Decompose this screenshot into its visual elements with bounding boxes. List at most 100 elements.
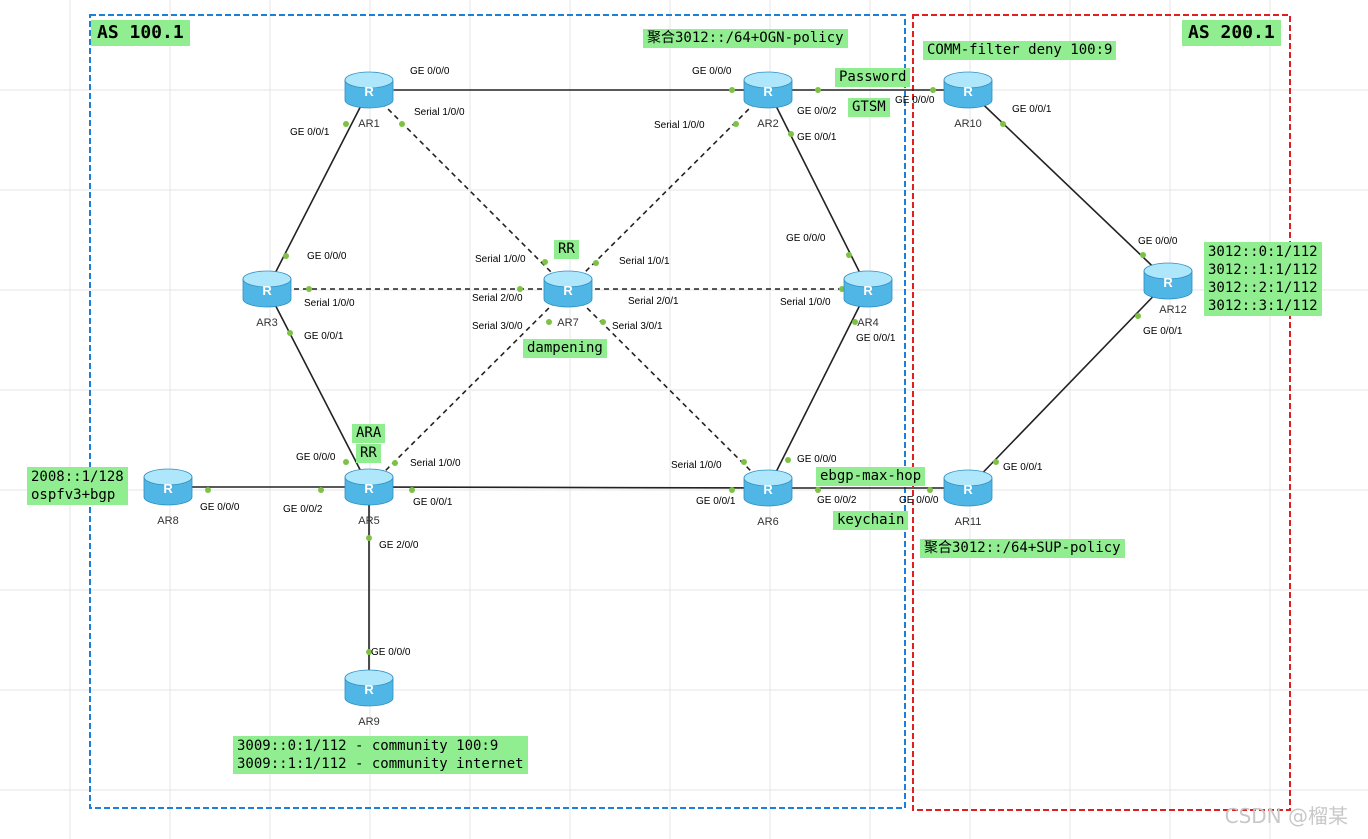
- link-ar5-ar6: [368, 486, 769, 489]
- port-dot: [343, 121, 349, 127]
- svg-text:R: R: [763, 482, 773, 497]
- svg-text:R: R: [163, 481, 173, 496]
- port-ar6-ge000: GE 0/0/0: [797, 454, 837, 465]
- port-dot: [1000, 121, 1006, 127]
- router-name-ar7: AR7: [557, 317, 579, 329]
- svg-text:R: R: [364, 84, 374, 99]
- port-ar6-ge001: GE 0/0/1: [696, 496, 736, 507]
- router-icon-ar1[interactable]: R: [344, 71, 394, 109]
- port-ar12-ge000: GE 0/0/0: [1138, 236, 1178, 247]
- port-ar1-s100: Serial 1/0/0: [414, 107, 465, 118]
- port-dots-layer: [205, 87, 1146, 655]
- port-dot: [517, 286, 523, 292]
- port-ar3-ge001: GE 0/0/1: [304, 331, 344, 342]
- port-ar3-ge000: GE 0/0/0: [307, 251, 347, 262]
- router-name-ar12: AR12: [1159, 304, 1187, 316]
- port-dot: [205, 487, 211, 493]
- router-icon-ar10[interactable]: R: [943, 71, 993, 109]
- port-dot: [729, 87, 735, 93]
- router-icon-ar9[interactable]: R: [344, 669, 394, 707]
- ar12-routes-note: 3012::0:1/112 3012::1:1/112 3012::2:1/11…: [1204, 242, 1322, 316]
- svg-text:R: R: [863, 283, 873, 298]
- port-dot: [927, 487, 933, 493]
- port-dot: [366, 649, 372, 655]
- svg-text:R: R: [563, 283, 573, 298]
- port-ar5-s100: Serial 1/0/0: [410, 458, 461, 469]
- link-ar12-ar11: [967, 280, 1169, 489]
- port-ar6-ge002: GE 0/0/2: [817, 495, 857, 506]
- port-ar4-ge000: GE 0/0/0: [786, 233, 826, 244]
- as-100-1-boundary: [89, 14, 906, 809]
- router-icon-ar7[interactable]: R: [543, 270, 593, 308]
- port-dot: [287, 330, 293, 336]
- port-dot: [930, 87, 936, 93]
- links-layer: [168, 89, 1169, 688]
- port-dot: [1140, 252, 1146, 258]
- port-ar10-ge000: GE 0/0/0: [895, 95, 935, 106]
- router-name-ar4: AR4: [857, 317, 879, 329]
- port-ar4-s100: Serial 1/0/0: [780, 297, 831, 308]
- keychain-note: keychain: [833, 511, 909, 530]
- ebgp-max-hop-note: ebgp-max-hop: [816, 467, 926, 486]
- port-ar3-s100: Serial 1/0/0: [304, 298, 355, 309]
- router-icon-ar5[interactable]: R: [344, 468, 394, 506]
- port-dot: [546, 319, 552, 325]
- router-icon-ar6[interactable]: R: [743, 469, 793, 507]
- port-ar2-ge000: GE 0/0/0: [692, 66, 732, 77]
- port-dot: [733, 121, 739, 127]
- svg-text:R: R: [763, 84, 773, 99]
- port-dot: [306, 286, 312, 292]
- port-dot: [392, 460, 398, 466]
- router-name-ar9: AR9: [358, 716, 380, 728]
- router-icon-ar2[interactable]: R: [743, 71, 793, 109]
- svg-text:R: R: [262, 283, 272, 298]
- port-ar6-s100: Serial 1/0/0: [671, 460, 722, 471]
- port-dot: [788, 131, 794, 137]
- link-ar3-ar5: [266, 288, 370, 488]
- port-ar2-ge001: GE 0/0/1: [797, 132, 837, 143]
- port-dot: [785, 457, 791, 463]
- svg-text:R: R: [364, 481, 374, 496]
- port-ar1-ge001: GE 0/0/1: [290, 127, 330, 138]
- port-ar5-ge002: GE 0/0/2: [283, 504, 323, 515]
- comm-filter-note: COMM-filter deny 100:9: [923, 41, 1117, 60]
- port-ar9-ge000: GE 0/0/0: [371, 647, 411, 658]
- ara-note: ARA: [352, 424, 386, 443]
- port-ar5-ge001: GE 0/0/1: [413, 497, 453, 508]
- port-dot: [593, 260, 599, 266]
- ar9-routes-note: 3009::0:1/112 - community 100:9 3009::1:…: [233, 736, 528, 774]
- port-ar1-ge000: GE 0/0/0: [410, 66, 450, 77]
- svg-text:R: R: [364, 682, 374, 697]
- port-ar4-ge001: GE 0/0/1: [856, 333, 896, 344]
- port-ar7-s300: Serial 3/0/0: [472, 321, 523, 332]
- ar5-rr-note: RR: [356, 444, 381, 463]
- watermark: CSDN @榴某: [1224, 804, 1348, 828]
- port-ar10-ge001: GE 0/0/1: [1012, 104, 1052, 115]
- router-icon-ar4[interactable]: R: [843, 270, 893, 308]
- router-name-ar1: AR1: [358, 118, 380, 130]
- port-ar7-s200: Serial 2/0/0: [472, 293, 523, 304]
- port-ar7-s301: Serial 3/0/1: [612, 321, 663, 332]
- port-dot: [815, 87, 821, 93]
- port-ar7-s201: Serial 2/0/1: [628, 296, 679, 307]
- port-ar8-ge000: GE 0/0/0: [200, 502, 240, 513]
- router-icon-ar12[interactable]: R: [1143, 262, 1193, 300]
- router-icon-ar11[interactable]: R: [943, 469, 993, 507]
- port-dot: [729, 487, 735, 493]
- router-name-ar6: AR6: [757, 516, 779, 528]
- router-icon-ar8[interactable]: R: [143, 468, 193, 506]
- port-ar2-s100: Serial 1/0/0: [654, 120, 705, 131]
- port-dot: [409, 487, 415, 493]
- ar2-aggregate-note: 聚合3012::/64+OGN-policy: [643, 29, 848, 48]
- router-name-ar11: AR11: [954, 516, 982, 528]
- router-icon-ar3[interactable]: R: [242, 270, 292, 308]
- password-note: Password: [835, 68, 911, 87]
- as-200-1-boundary: [912, 14, 1291, 811]
- ar8-route-note: 2008::1/128 ospfv3+bgp: [27, 467, 128, 505]
- router-name-ar8: AR8: [157, 515, 179, 527]
- link-ar7-ar5: [368, 288, 569, 488]
- port-ar12-ge001: GE 0/0/1: [1143, 326, 1183, 337]
- link-ar7-ar6: [567, 288, 769, 489]
- dampening-note: dampening: [523, 339, 607, 358]
